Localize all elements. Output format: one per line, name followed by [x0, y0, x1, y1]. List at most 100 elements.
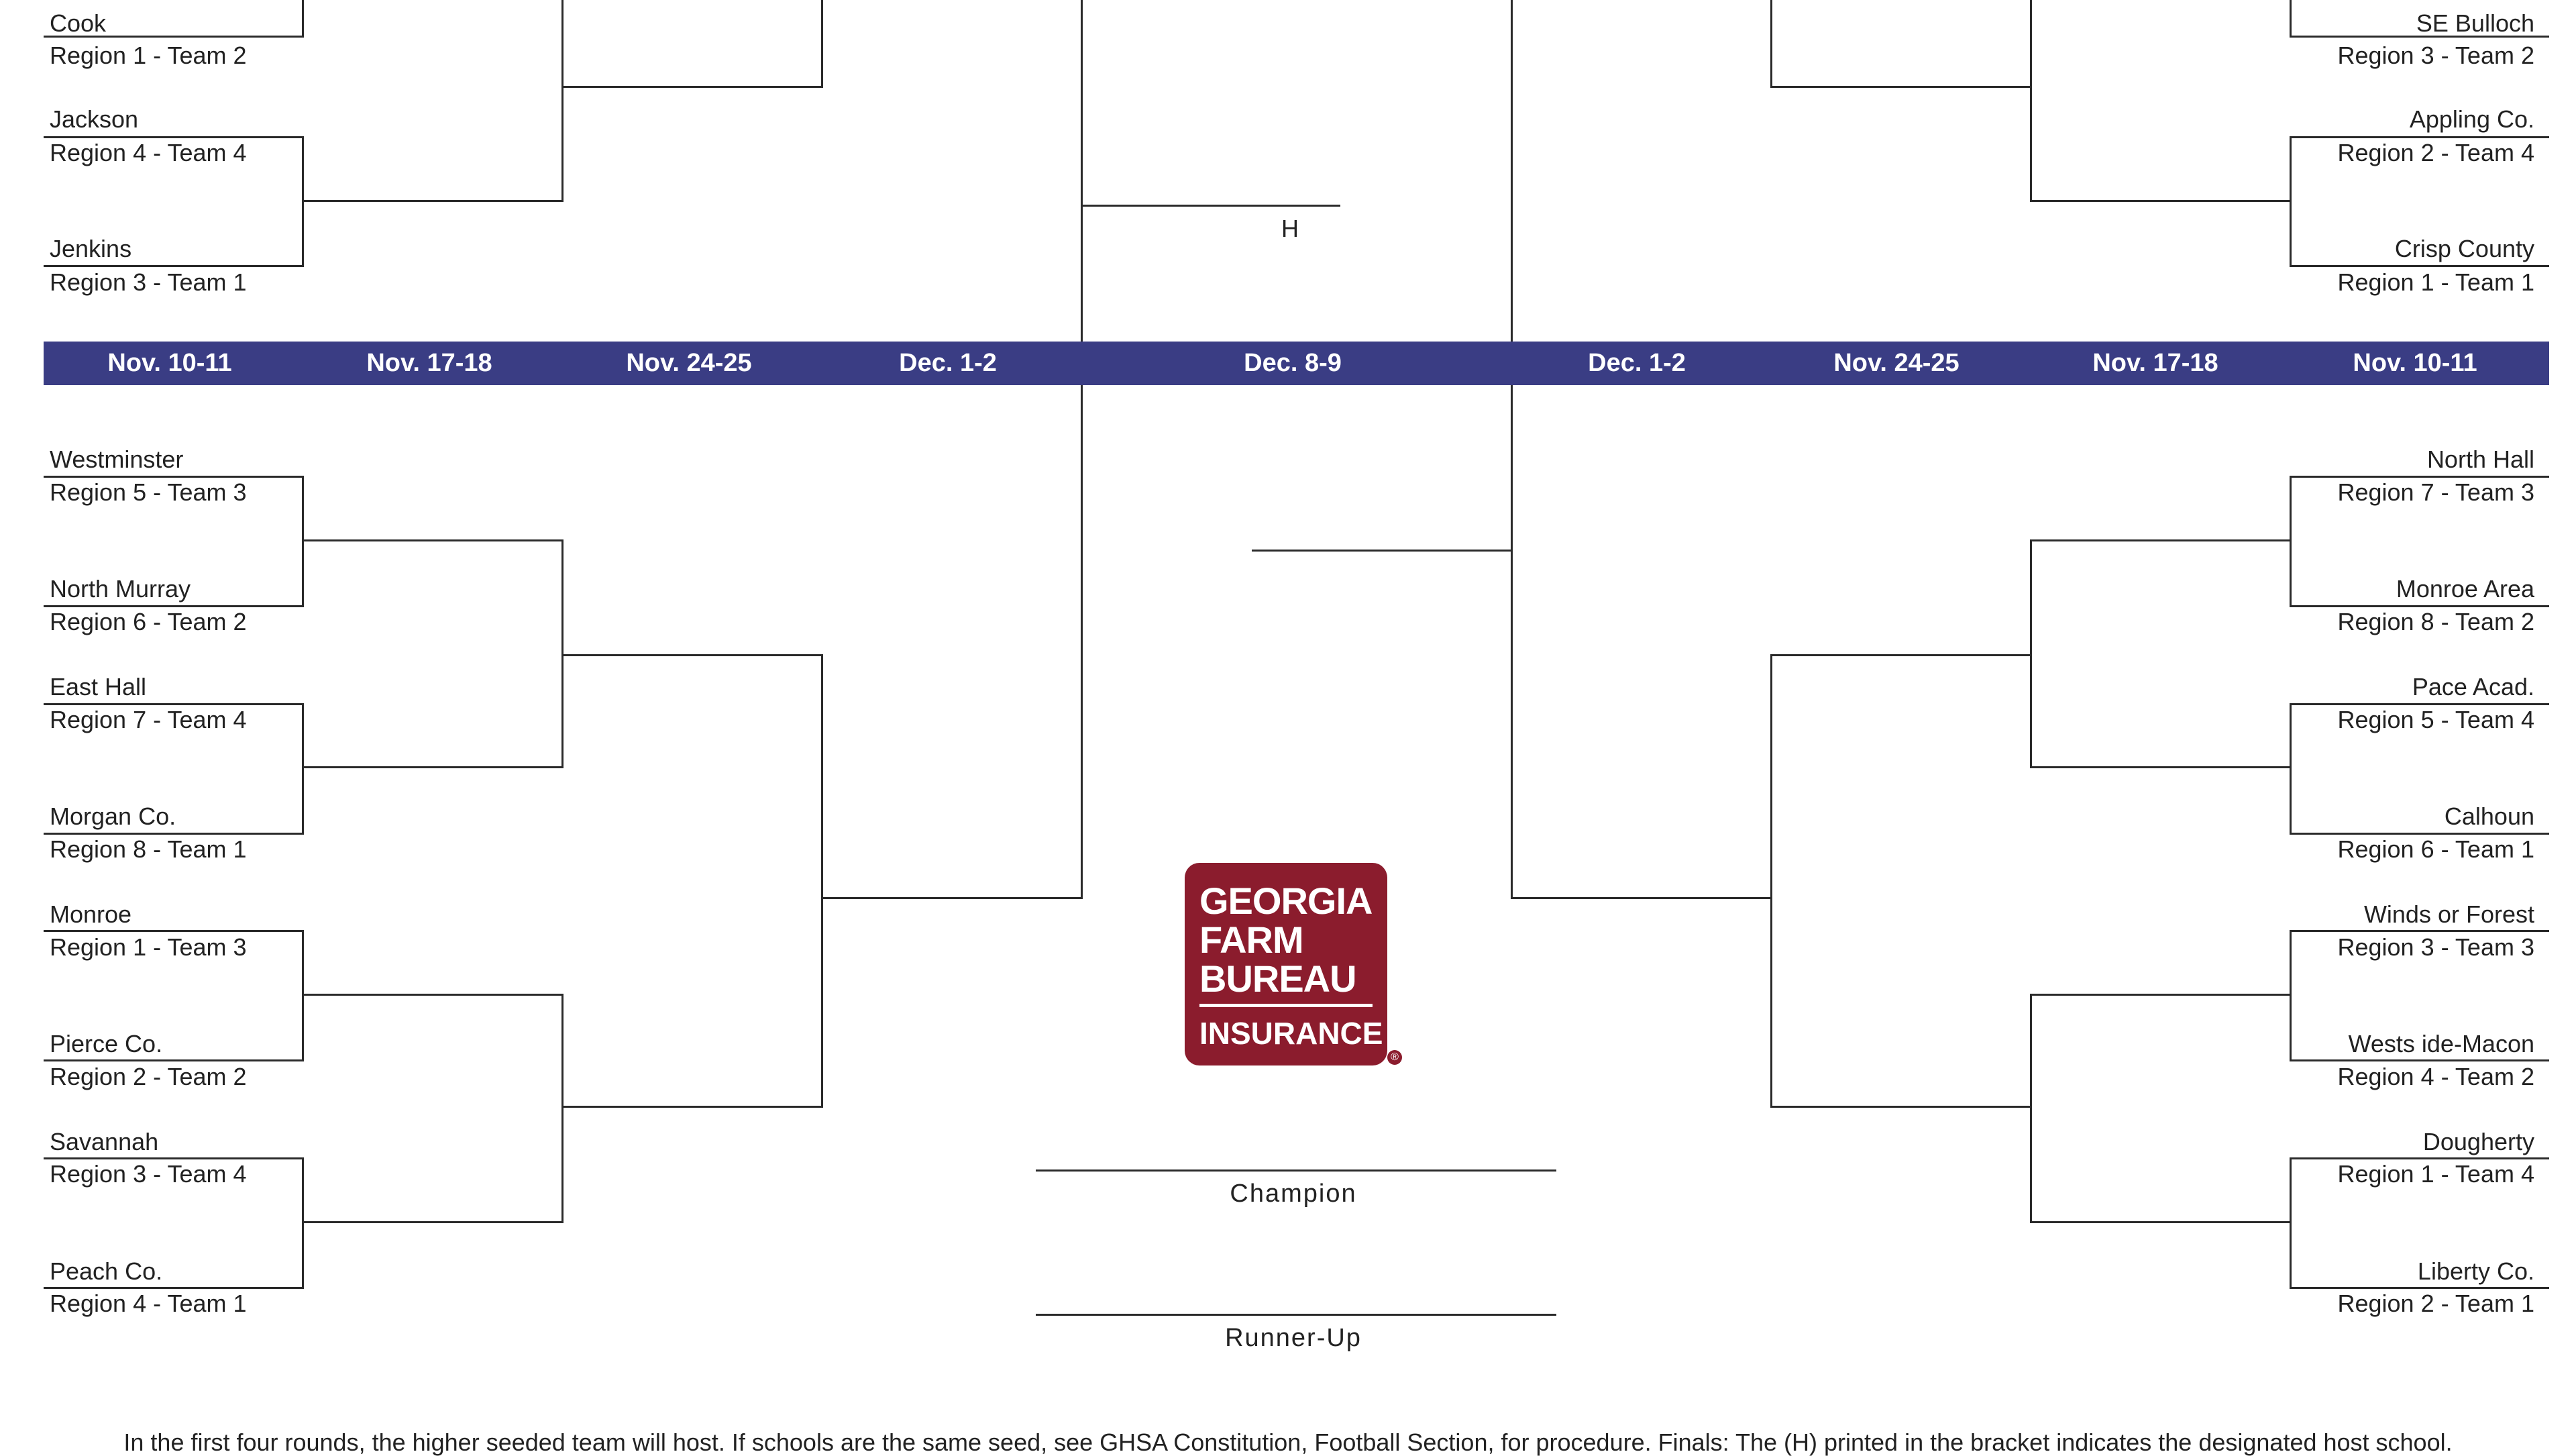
bracket-line	[2290, 136, 2549, 138]
date-right-round3: Nov. 24-25	[1833, 349, 1960, 377]
team-seed: Region 3 - Team 4	[50, 1160, 247, 1188]
bracket-line	[44, 476, 303, 478]
bracket-line	[302, 930, 304, 1061]
bracket-line	[44, 703, 303, 705]
georgia-farm-bureau-logo: GEORGIA FARM BUREAU INSURANCE	[1185, 863, 1387, 1065]
bracket-line	[2290, 476, 2292, 607]
logo-line-farm: FARM	[1199, 919, 1304, 961]
logo-line-georgia: GEORGIA	[1199, 880, 1373, 922]
date-right-semifinal: Dec. 1-2	[1588, 349, 1686, 377]
champion-line	[1036, 1169, 1556, 1172]
bracket-line	[2290, 36, 2549, 38]
logo-line-bureau: BUREAU	[1199, 957, 1357, 1000]
bracket-line	[1770, 654, 1772, 1108]
team-seed: Region 4 - Team 2	[2337, 1063, 2534, 1090]
team-name: Pace Acad.	[2412, 673, 2534, 700]
team-name: Dougherty	[2422, 1128, 2534, 1155]
team-name: North Hall	[2426, 446, 2534, 473]
logo-wordmark: GEORGIA FARM BUREAU	[1199, 880, 1373, 1000]
team-name: Liberty Co.	[2417, 1257, 2534, 1285]
date-left-round2: Nov. 17-18	[366, 349, 492, 377]
team-name: Savannah	[50, 1128, 159, 1155]
bracket-line	[2030, 766, 2292, 768]
team-name: North Murray	[50, 575, 191, 603]
bracket-line	[821, 0, 823, 88]
bracket-line	[44, 930, 303, 932]
bracket-line	[2290, 1287, 2549, 1289]
team-seed: Region 1 - Team 3	[50, 933, 247, 961]
bracket-line	[2030, 994, 2032, 1223]
bracket-line	[302, 703, 304, 835]
round-dates-bar: Nov. 10-11 Nov. 17-18 Nov. 24-25 Dec. 1-…	[44, 342, 2549, 385]
team-name: Peach Co.	[50, 1257, 163, 1285]
bracket-line	[2290, 930, 2292, 1061]
bracket-line	[1081, 0, 1083, 342]
bracket-line	[2030, 1221, 2292, 1223]
team-name: East Hall	[50, 673, 147, 700]
team-seed: Region 3 - Team 1	[50, 268, 247, 296]
team-name: Morgan Co.	[50, 802, 176, 830]
bracket-line	[44, 136, 303, 138]
bracket-line	[302, 994, 563, 996]
bracket-line	[2290, 703, 2549, 705]
team-seed: Region 3 - Team 3	[2337, 933, 2534, 961]
date-left-round3: Nov. 24-25	[626, 349, 752, 377]
bracket-line	[561, 0, 564, 202]
team-seed: Region 2 - Team 1	[2337, 1290, 2534, 1317]
team-seed: Region 3 - Team 2	[2337, 42, 2534, 69]
team-seed: Region 5 - Team 3	[50, 478, 247, 506]
team-name: Westminster	[50, 446, 184, 473]
logo-divider	[1199, 1004, 1373, 1007]
registered-mark-icon: ®	[1387, 1050, 1402, 1065]
bracket-line	[1770, 86, 2032, 88]
bracket-line	[44, 605, 303, 607]
bracket-line	[821, 897, 1083, 899]
bracket-line	[561, 539, 564, 768]
bracket-line	[44, 833, 303, 835]
bracket-line	[1081, 385, 1083, 899]
runner-up-line	[1036, 1314, 1556, 1316]
bracket-line	[44, 1287, 303, 1289]
runner-up-label: Runner-Up	[1225, 1324, 1362, 1352]
team-seed: Region 8 - Team 1	[50, 835, 247, 863]
bracket-line	[44, 1059, 303, 1061]
bracket-line	[44, 1157, 303, 1159]
logo-line-insurance: INSURANCE	[1199, 1016, 1383, 1051]
bracket-line	[44, 265, 303, 267]
bracket-line	[302, 1221, 563, 1223]
team-seed: Region 2 - Team 4	[2337, 139, 2534, 166]
team-seed: Region 1 - Team 2	[50, 42, 247, 69]
date-left-round1: Nov. 10-11	[107, 349, 232, 377]
team-name: Wests ide-Macon	[2348, 1030, 2534, 1057]
date-left-semifinal: Dec. 1-2	[899, 349, 997, 377]
bracket-line	[2030, 539, 2292, 541]
bracket-line	[2030, 539, 2032, 768]
bracket-line	[302, 0, 304, 38]
team-name: Appling Co.	[2409, 105, 2534, 133]
bracket-line	[561, 86, 822, 88]
bracket-line	[1511, 385, 1513, 899]
team-seed: Region 1 - Team 4	[2337, 1160, 2534, 1188]
bracket-line	[302, 539, 563, 541]
team-name: Monroe	[50, 900, 132, 928]
bracket-line	[302, 766, 563, 768]
date-right-round1: Nov. 10-11	[2353, 349, 2477, 377]
bracket-line	[2290, 1157, 2292, 1289]
bracket-line	[2030, 994, 2292, 996]
bracket-line	[1770, 0, 1772, 88]
final-slot-top	[1081, 205, 1340, 207]
bracket-line	[2290, 265, 2549, 267]
bracket-line	[2290, 476, 2549, 478]
date-final: Dec. 8-9	[1244, 349, 1342, 377]
team-name: Monroe Area	[2396, 575, 2534, 603]
bracket-line	[561, 1106, 822, 1108]
bracket-line	[2290, 833, 2549, 835]
bracket-line	[561, 654, 822, 656]
team-name: Cook	[50, 9, 107, 37]
date-right-round2: Nov. 17-18	[2092, 349, 2218, 377]
team-name: Winds or Forest	[2363, 900, 2534, 928]
team-seed: Region 7 - Team 4	[50, 706, 247, 733]
bracket-line	[2290, 1059, 2549, 1061]
team-seed: Region 4 - Team 4	[50, 139, 247, 166]
bracket-line	[2290, 605, 2549, 607]
